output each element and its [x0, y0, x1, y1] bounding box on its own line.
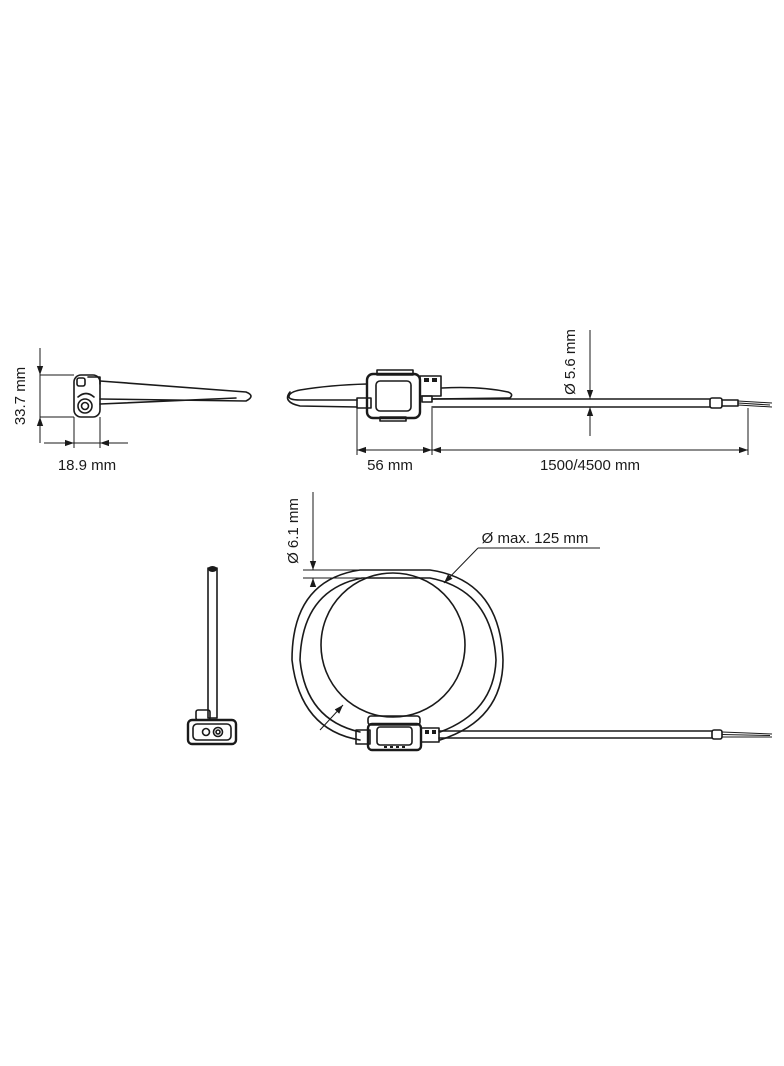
max-conductor-area: [320, 572, 466, 718]
dim-cable-diameter: Ø 5.6 mm: [562, 329, 579, 395]
top-view: [291, 492, 773, 752]
side-view: [36, 348, 252, 448]
dim-coil-max-diameter: Ø max. 125 mm: [482, 530, 589, 547]
dim-height-side: 33.7 mm: [12, 367, 29, 425]
dim-width-side: 18.9 mm: [58, 457, 116, 474]
dim-coil-thickness: Ø 6.1 mm: [285, 498, 302, 564]
dim-cable-length: 1500/4500 mm: [540, 457, 640, 474]
front-view: [286, 330, 773, 455]
dim-housing-length: 56 mm: [367, 457, 413, 474]
connector-side-view: [186, 566, 238, 746]
